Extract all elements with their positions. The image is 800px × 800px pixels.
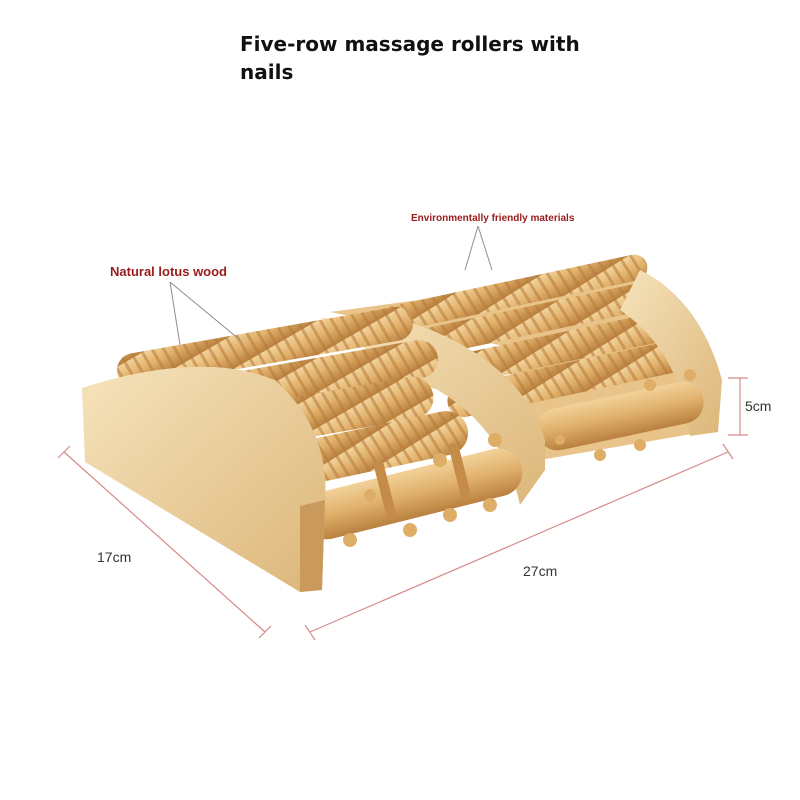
- lotus-wood-callout: Natural lotus wood: [110, 264, 227, 279]
- product-title: Five-row massage rollers with nails: [240, 32, 580, 84]
- left-nail-roller: [302, 433, 523, 547]
- dimension-lines: [57, 377, 748, 641]
- center-divider: [320, 318, 545, 505]
- depth-dimension-line: [63, 451, 266, 633]
- left-end-panel: [82, 366, 326, 592]
- height-dimension-label: 5cm: [745, 398, 772, 414]
- callout-pointers: [169, 225, 493, 346]
- depth-dimension-label: 17cm: [97, 549, 132, 565]
- width-dimension-label: 27cm: [523, 563, 558, 579]
- left-roller-unit: [82, 306, 523, 592]
- right-nail-roller: [536, 369, 704, 461]
- eco-materials-callout: Environmentally friendly materials: [411, 213, 575, 224]
- width-dimension-line: [309, 451, 729, 633]
